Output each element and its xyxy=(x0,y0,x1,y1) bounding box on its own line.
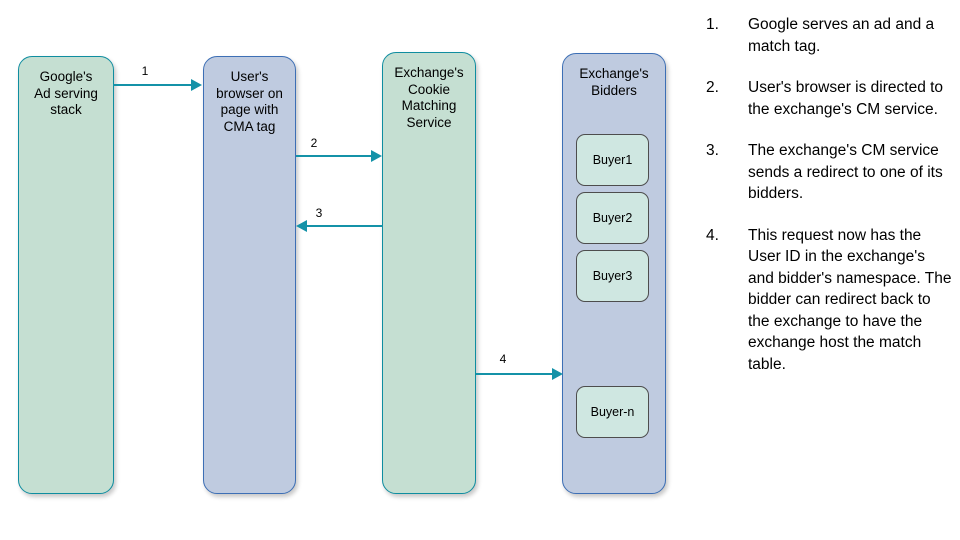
list-item: 1. Google serves an ad and a match tag. xyxy=(706,14,954,57)
buyer-label: Buyer3 xyxy=(592,268,633,283)
buyer-label: Buyer1 xyxy=(592,152,633,167)
step-text: The exchange's CM service sends a redire… xyxy=(748,142,943,202)
arrow-left-icon xyxy=(296,219,307,232)
buyer-box[interactable]: Buyer2 xyxy=(576,192,649,244)
buyer-box[interactable]: Buyer1 xyxy=(576,134,649,186)
buyer-box[interactable]: Buyer3 xyxy=(576,250,649,302)
step-number: 3. xyxy=(706,142,719,159)
arrow-2-line xyxy=(296,155,372,158)
steps-list: 1. Google serves an ad and a match tag. … xyxy=(706,14,954,395)
arrow-4-label: 4 xyxy=(499,352,507,366)
arrow-right-icon xyxy=(552,367,563,380)
arrow-1-line xyxy=(113,84,192,87)
step-text: Google serves an ad and a match tag. xyxy=(748,16,935,55)
buyer-box[interactable]: Buyer-n xyxy=(576,386,649,438)
step-number: 4. xyxy=(706,226,719,244)
arrow-3-label: 3 xyxy=(315,206,323,220)
arrow-right-icon xyxy=(371,149,382,162)
step-number: 2. xyxy=(706,79,719,96)
step-text: User's browser is directed to the exchan… xyxy=(748,79,944,118)
buyer-label: Buyer2 xyxy=(592,210,633,225)
arrow-4-line xyxy=(476,373,561,376)
buyer-label: Buyer-n xyxy=(590,404,635,419)
list-item: 3. The exchange's CM service sends a red… xyxy=(706,140,954,205)
arrow-3-line xyxy=(307,225,383,228)
list-item: 2. User's browser is directed to the exc… xyxy=(706,77,954,120)
step-number: 1. xyxy=(706,16,719,33)
step-text: This request now has the User ID in the … xyxy=(748,226,952,373)
arrow-right-icon xyxy=(191,78,202,91)
list-item: 4. This request now has the User ID in t… xyxy=(706,225,954,376)
arrow-1-label: 1 xyxy=(141,64,149,78)
arrow-2-label: 2 xyxy=(310,136,318,150)
